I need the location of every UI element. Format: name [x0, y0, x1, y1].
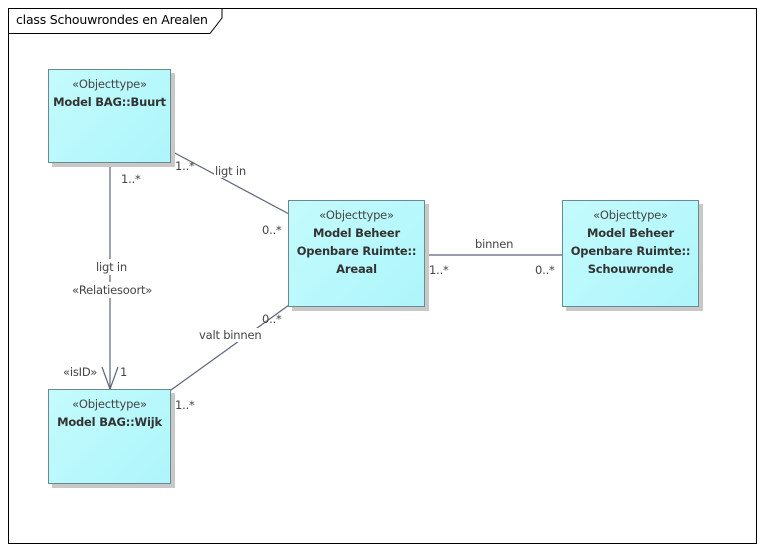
assoc-buurt-wijk-target-mult: 1 — [120, 365, 128, 379]
assoc-wijk-areaal-label: valt binnen — [198, 328, 263, 342]
class-schouwronde-name-line3: Schouwronde — [587, 262, 674, 276]
class-areaal-stereotype: «Objecttype» — [319, 208, 394, 222]
assoc-buurt-wijk-source-mult: 1..* — [121, 172, 141, 186]
assoc-buurt-areaal-line[interactable] — [170, 150, 290, 215]
assoc-areaal-schouwronde-source-mult: 1..* — [429, 263, 449, 277]
assoc-wijk-areaal-source-mult: 1..* — [175, 398, 195, 412]
class-schouwronde-name-line2: Openbare Ruimte:: — [570, 244, 691, 258]
class-areaal-name-line3: Areaal — [336, 262, 377, 276]
class-areaal[interactable]: «Objecttype» Model Beheer Openbare Ruimt… — [288, 200, 425, 307]
class-areaal-name-line1: Model Beheer — [313, 226, 400, 240]
assoc-buurt-areaal-label: ligt in — [214, 164, 247, 178]
assoc-buurt-wijk-label: ligt in — [94, 259, 129, 275]
class-buurt-name: Model BAG::Buurt — [53, 95, 166, 109]
class-wijk[interactable]: «Objecttype» Model BAG::Wijk — [48, 389, 171, 484]
class-schouwronde[interactable]: «Objecttype» Model Beheer Openbare Ruimt… — [562, 200, 699, 307]
assoc-buurt-areaal-source-mult: 1..* — [175, 159, 195, 173]
class-buurt-stereotype: «Objecttype» — [72, 77, 147, 91]
assoc-buurt-wijk-stereotype: «Relatiesoort» — [70, 282, 155, 298]
assoc-areaal-schouwronde-target-mult: 0..* — [535, 263, 555, 277]
class-wijk-stereotype: «Objecttype» — [72, 397, 147, 411]
assoc-wijk-areaal-target-mult: 0..* — [262, 312, 282, 326]
class-schouwronde-name-line1: Model Beheer — [587, 226, 674, 240]
assoc-buurt-wijk-target-role: «isID» — [63, 365, 98, 379]
frame-title: class Schouwrondes en Arealen — [16, 12, 208, 27]
assoc-wijk-areaal-line[interactable] — [170, 304, 290, 391]
class-wijk-name: Model BAG::Wijk — [57, 415, 162, 429]
assoc-buurt-areaal-target-mult: 0..* — [262, 223, 282, 237]
frame-title-tab — [8, 8, 223, 34]
class-schouwronde-stereotype: «Objecttype» — [593, 208, 668, 222]
class-buurt[interactable]: «Objecttype» Model BAG::Buurt — [48, 69, 171, 163]
assoc-areaal-schouwronde-label: binnen — [475, 237, 514, 251]
class-areaal-name-line2: Openbare Ruimte:: — [296, 244, 417, 258]
